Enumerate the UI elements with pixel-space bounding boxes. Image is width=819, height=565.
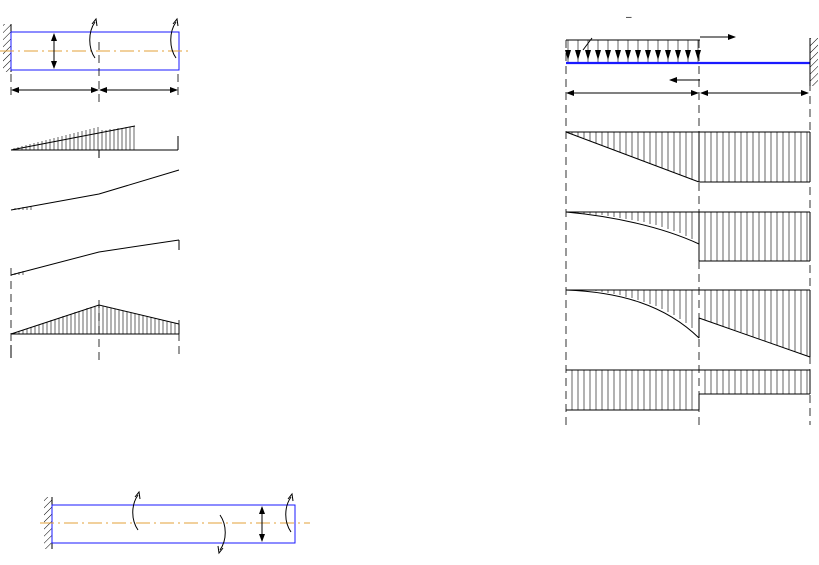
diagram-b-3 <box>565 289 811 358</box>
dimension-line-b <box>565 40 811 425</box>
diagram-b-1 <box>565 131 811 183</box>
dimension-line-a <box>10 42 179 105</box>
figure-b: – <box>565 12 818 425</box>
fixed-support-a <box>3 24 12 72</box>
distributed-load <box>565 37 701 62</box>
figure-a <box>0 17 190 360</box>
fixed-support-b <box>809 38 818 86</box>
figure-b-mark: – <box>626 12 632 23</box>
diagram-a-2 <box>10 169 180 211</box>
diagram-b-4 <box>566 369 811 411</box>
torque-arrows-c <box>132 490 294 555</box>
beam-a <box>0 31 190 71</box>
shaft-c <box>40 504 310 544</box>
diagram-b-2 <box>565 211 811 262</box>
diagram-a-1 <box>10 125 179 158</box>
torque-arrows-a <box>89 17 179 59</box>
diagram-a-3 <box>10 239 180 345</box>
figure-c <box>40 490 310 555</box>
diagram-a-4 <box>10 300 180 360</box>
